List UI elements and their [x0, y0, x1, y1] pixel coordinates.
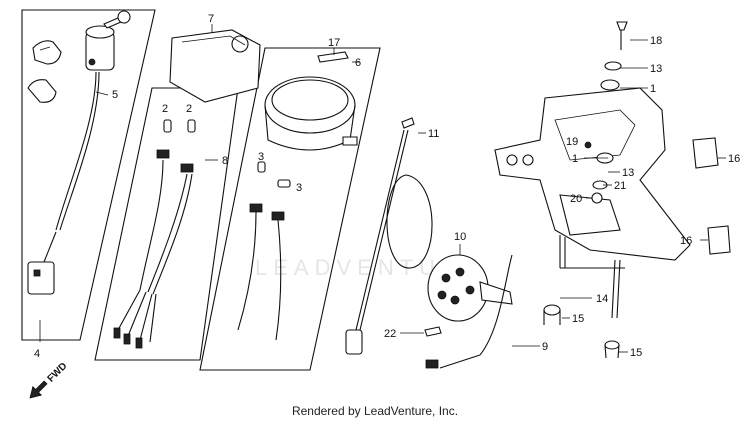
callout-4: 4 [34, 348, 40, 360]
callout-14: 14 [596, 293, 608, 305]
callout-8: 8 [222, 155, 228, 167]
callout-1-lower: 1 [572, 153, 578, 165]
speedometer-gauge [237, 51, 358, 341]
speedometer-cable [345, 117, 433, 355]
callout-15-upper: 15 [572, 313, 584, 325]
callout-2-left: 2 [162, 103, 168, 115]
callout-2-right: 2 [186, 103, 192, 115]
callout-13-lower: 13 [622, 167, 634, 179]
callout-3-lower: 3 [296, 182, 302, 194]
speedometer-panel [199, 47, 381, 371]
callout-10: 10 [454, 231, 466, 243]
callout-13-upper: 13 [650, 63, 662, 75]
callout-1-upper: 1 [650, 83, 656, 95]
callout-19: 19 [566, 136, 578, 148]
callout-11: 11 [428, 128, 439, 140]
callout-6: 6 [355, 57, 361, 69]
callout-16-lower: 16 [680, 235, 692, 247]
callout-20: 20 [570, 193, 582, 205]
fwd-label: FWD [46, 361, 70, 385]
callout-5: 5 [112, 89, 118, 101]
ignition-switch-assembly [27, 10, 131, 295]
speedometer-cover [169, 29, 261, 103]
callout-17: 17 [328, 37, 340, 49]
callout-9: 9 [542, 341, 548, 353]
credit-line: Rendered by LeadVenture, Inc. [291, 404, 459, 418]
callout-21: 21 [614, 180, 626, 192]
callout-18: 18 [650, 35, 662, 47]
horn-assembly [424, 254, 513, 369]
callout-7: 7 [208, 13, 214, 25]
callout-15-lower: 15 [630, 347, 642, 359]
ignition-switch-panel [21, 9, 156, 341]
callout-3-upper: 3 [258, 151, 264, 163]
forward-direction-arrow: FWD [29, 361, 70, 399]
indicator-lights [113, 119, 196, 349]
leader-lines [39, 24, 726, 353]
headlight-bracket [494, 21, 731, 359]
callout-16-upper: 16 [728, 153, 740, 165]
callout-22: 22 [384, 328, 396, 340]
